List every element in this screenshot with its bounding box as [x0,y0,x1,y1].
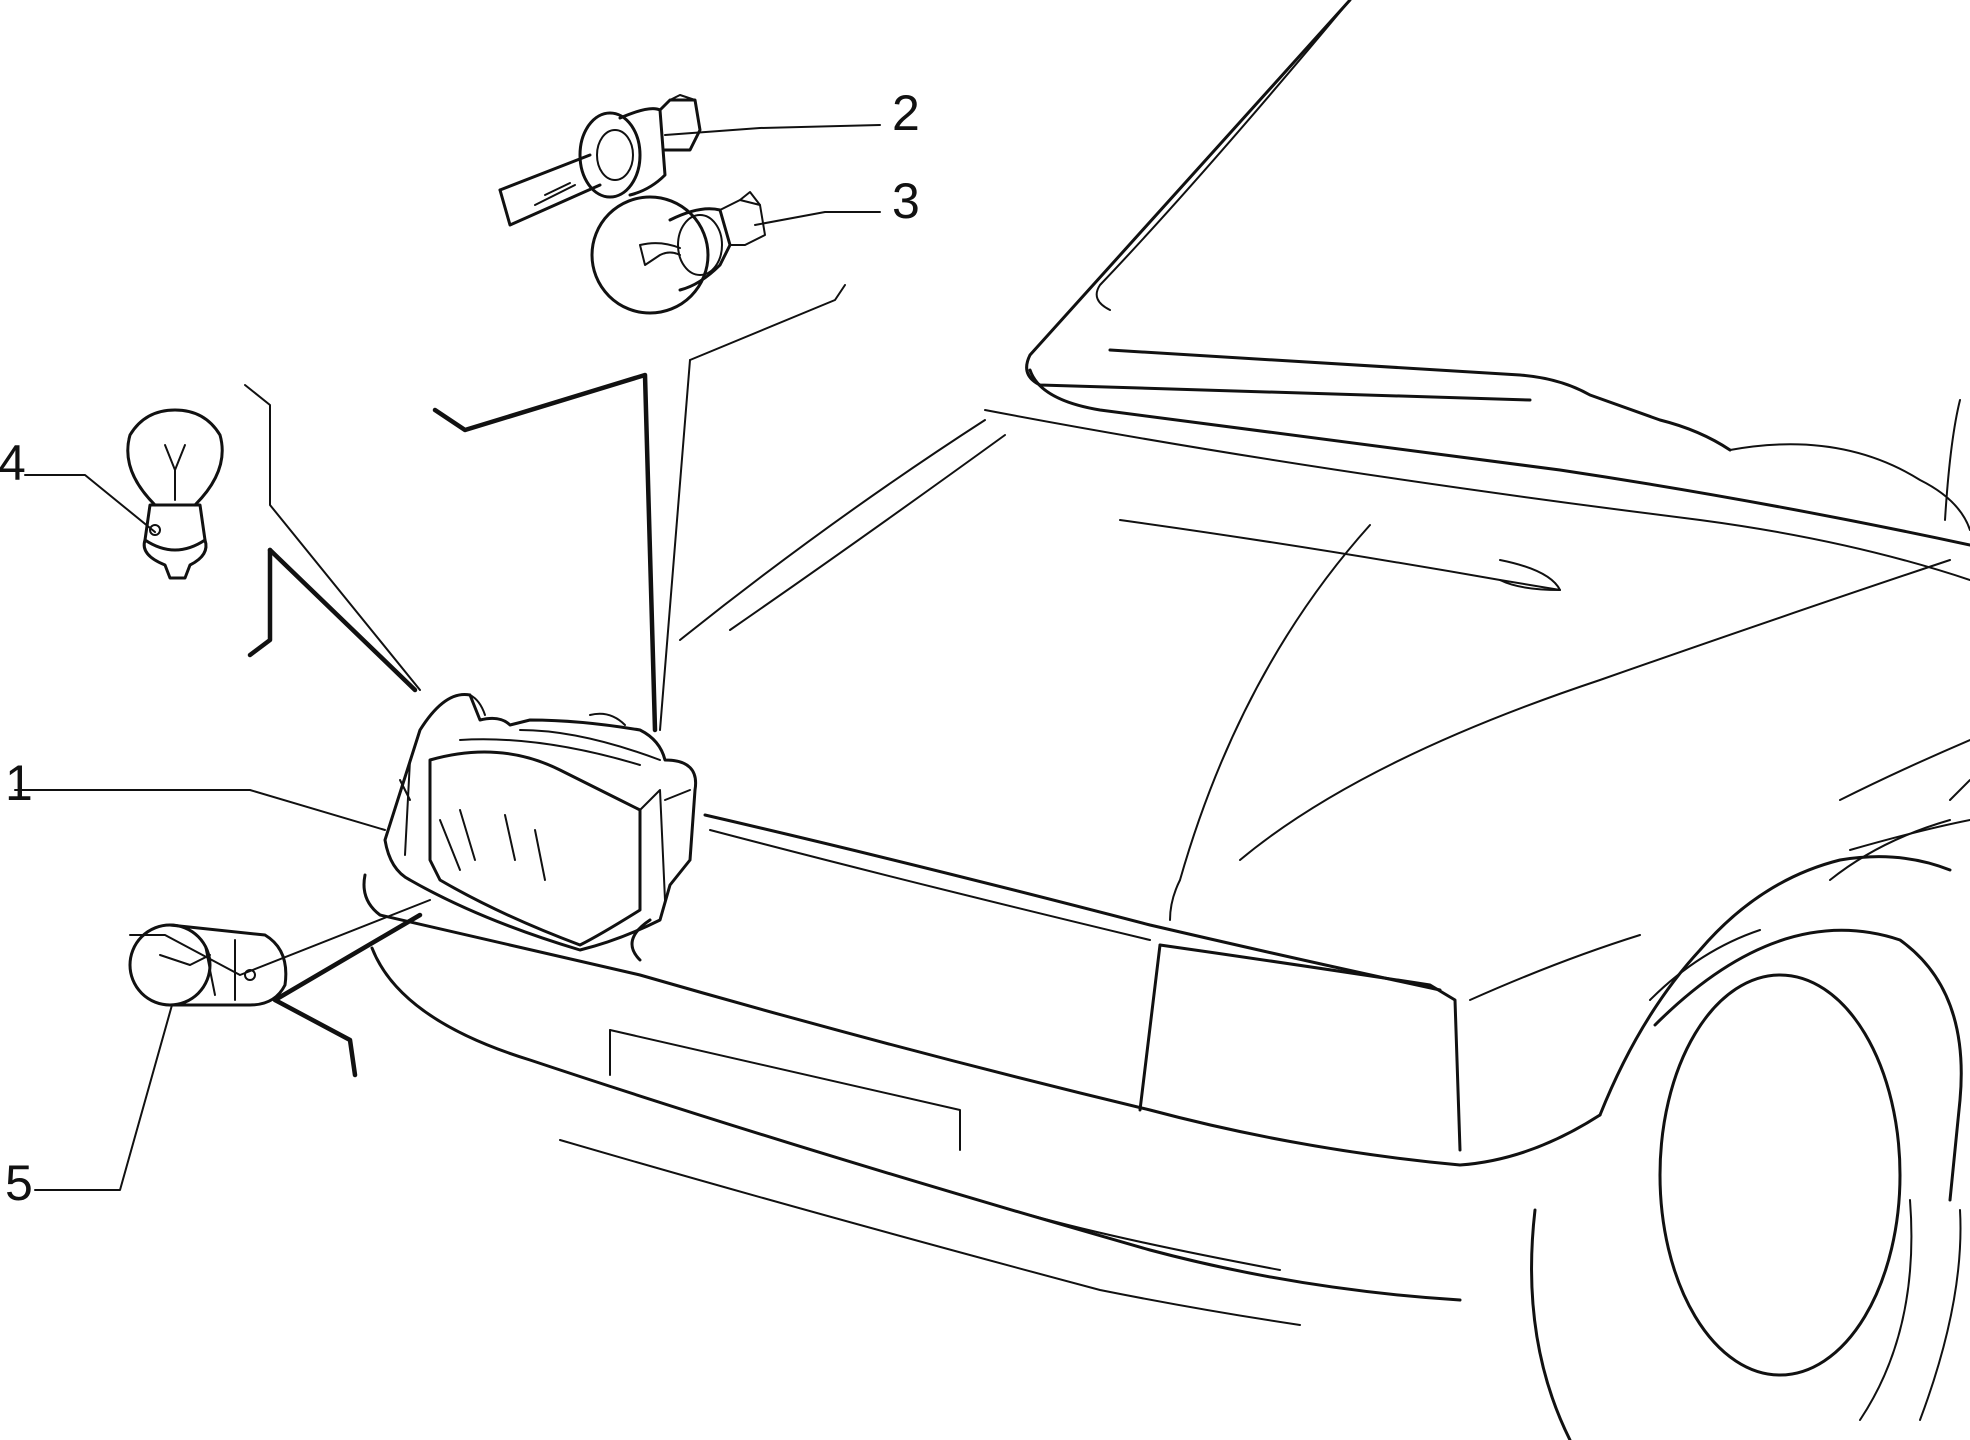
leader-lines [14,124,881,1191]
callout-label-4: 4 [0,435,26,491]
festoon-bulb-5 [128,923,288,1007]
callout-label-3: 3 [892,173,920,229]
headlamp-assembly [383,692,698,952]
callout-label-5: 5 [5,1155,33,1211]
callout-label-2: 2 [892,85,920,141]
wedge-bulb-3 [590,191,766,315]
callout-label-1: 1 [5,755,33,811]
car-body-outline [362,0,1970,1440]
bayonet-bulb-4 [126,408,224,580]
halogen-bulb-2 [498,94,702,227]
